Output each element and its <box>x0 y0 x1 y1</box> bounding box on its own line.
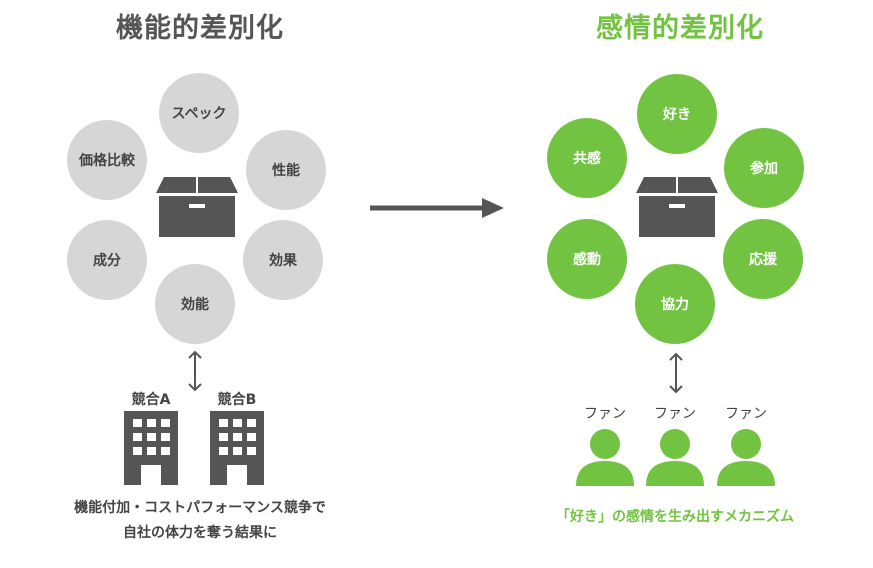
emotional-caption: 「好き」の感情を生み出すメカニズム <box>556 509 794 525</box>
functional-differentiation-title: 機能的差別化 <box>116 13 284 44</box>
arrow-right-icon <box>370 198 504 218</box>
circle-effect: 効果 <box>243 220 323 300</box>
person-icon <box>717 429 775 486</box>
circle-participation: 参加 <box>724 128 804 208</box>
circle-impression: 感動 <box>547 219 627 299</box>
competitor-a-label: 競合A <box>131 392 171 408</box>
building-icon <box>124 411 178 485</box>
double-arrow-vertical-icon <box>669 352 683 394</box>
fan-label: ファン <box>654 406 696 422</box>
person-icon <box>576 429 634 486</box>
circle-spec: スペック <box>159 73 239 153</box>
circle-ingredient: 成分 <box>67 220 147 300</box>
double-arrow-vertical-icon <box>188 350 202 392</box>
circle-performance: 性能 <box>246 130 326 210</box>
competitor-b-label: 競合B <box>217 392 257 408</box>
fan-label: ファン <box>725 406 767 422</box>
functional-caption-line2: 自社の体力を奪う結果に <box>123 525 277 541</box>
person-icon <box>646 429 704 486</box>
circle-price-comparison: 価格比較 <box>67 120 147 200</box>
fan-label: ファン <box>584 406 626 422</box>
box-icon <box>156 177 238 237</box>
box-icon <box>636 177 718 237</box>
circle-cooperation: 協力 <box>635 264 715 344</box>
building-icon <box>210 411 264 485</box>
functional-caption-line1: 機能付加・コストパフォーマンス競争で <box>74 500 326 516</box>
circle-like: 好き <box>637 74 717 154</box>
emotional-differentiation-title: 感情的差別化 <box>596 13 764 44</box>
circle-empathy: 共感 <box>547 118 627 198</box>
circle-support: 応援 <box>723 219 803 299</box>
circle-efficacy: 効能 <box>155 264 235 344</box>
